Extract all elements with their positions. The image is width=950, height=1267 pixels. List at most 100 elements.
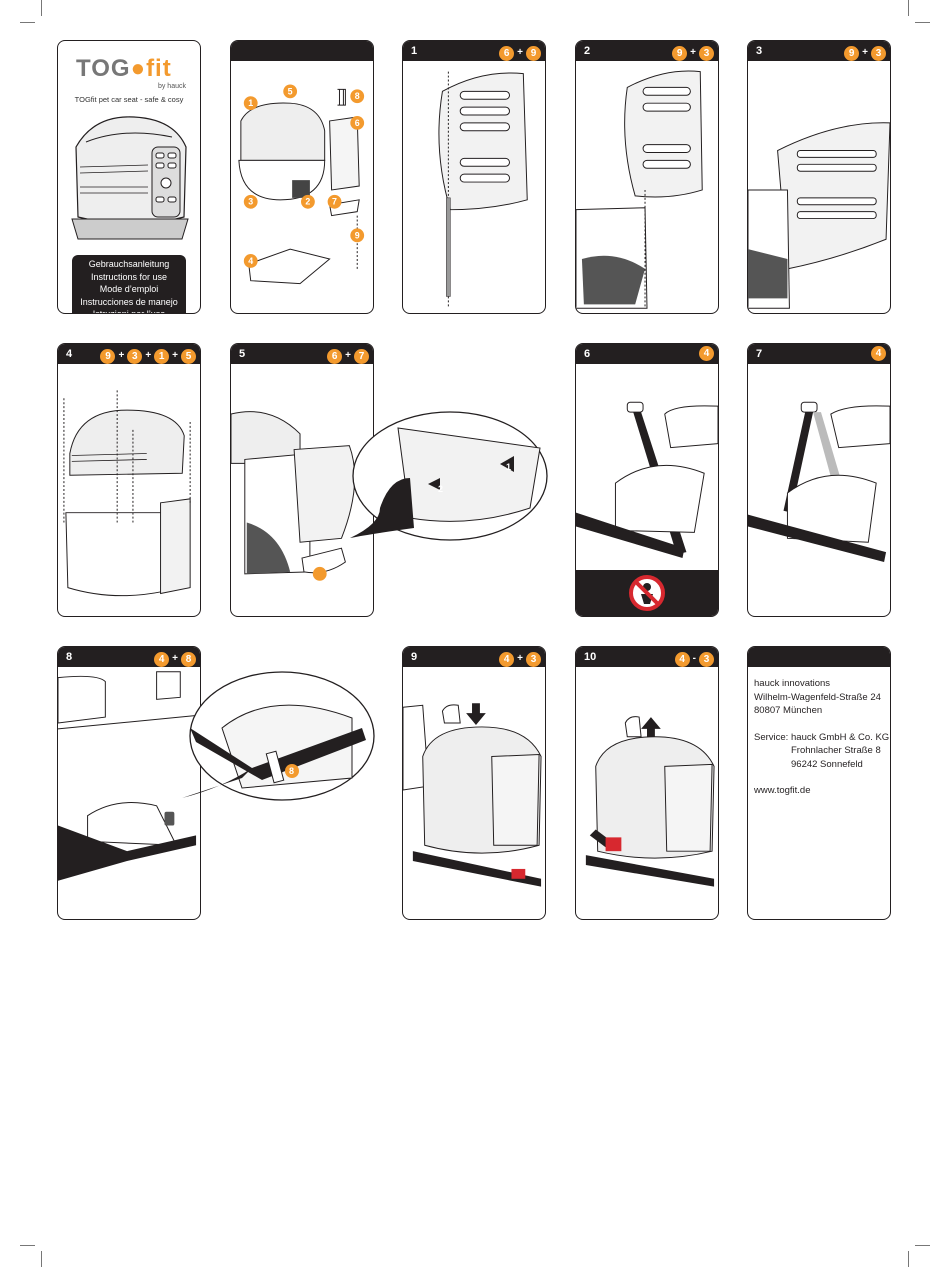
step-4-panel: 4 9+ 3+ 1+ 5 — [57, 343, 201, 617]
crop-mark — [915, 1245, 930, 1246]
step-5-number: 5 — [239, 348, 246, 360]
part-badge: 3 — [699, 45, 714, 61]
step-5-illustration — [231, 411, 356, 581]
svg-text:5: 5 — [288, 86, 293, 96]
up-arrow-icon — [641, 717, 661, 739]
minus-sign: - — [692, 653, 696, 664]
step-2-number: 2 — [584, 45, 591, 57]
part-badge: 4 — [699, 346, 714, 361]
step-3-illustration — [748, 122, 890, 309]
crop-mark — [20, 1245, 35, 1246]
contact-panel: hauck innovations Wilhelm-Wagenfeld-Stra… — [747, 646, 891, 920]
svg-text:3: 3 — [248, 197, 253, 207]
lang-es: Instrucciones de manejo — [80, 296, 178, 307]
part-badge: 3 — [871, 45, 886, 61]
logo-tog: TOG — [76, 55, 131, 82]
crop-mark — [915, 22, 930, 23]
airbag-warning-bar: AIRBAG — [576, 570, 718, 616]
svg-text:9: 9 — [355, 230, 360, 240]
step-5-detail-bubble: 2 1 — [350, 411, 548, 541]
step-3-number: 3 — [756, 45, 763, 57]
part-badge: 3 — [127, 348, 143, 364]
part-badge: 9 — [100, 348, 116, 364]
company-name: hauck innovations — [754, 678, 831, 689]
service-label: Service: — [754, 731, 789, 743]
svg-text:4: 4 — [248, 256, 253, 266]
parts-header — [231, 41, 373, 61]
part-badge: 8 — [181, 651, 196, 667]
step-6-panel: 6 4 AIRBAG — [575, 343, 719, 617]
plus-sign: + — [172, 653, 178, 664]
dog-icon: ● — [130, 55, 147, 82]
language-list: Gebrauchsanleitung Instructions for use … — [72, 255, 186, 314]
plus-sign: + — [118, 350, 125, 361]
step-1-panel: 1 6+9 — [402, 40, 546, 314]
company-street: Wilhelm-Wagenfeld-Straße 24 — [754, 691, 881, 703]
part-badge: 7 — [354, 348, 369, 364]
plus-sign: + — [690, 47, 696, 58]
part-badge: 9 — [526, 45, 541, 61]
service-company: hauck GmbH & Co. KG — [791, 731, 890, 743]
part-badge: 9 — [844, 45, 860, 61]
step-number: 1 6+9 — [403, 41, 545, 61]
step-10-panel: 10 4-3 — [575, 646, 719, 920]
step-4-illustration — [63, 390, 191, 597]
tagline: TOGfit pet car seat - safe & cosy — [74, 95, 184, 104]
part-badge: 6 — [499, 45, 515, 61]
crop-mark — [908, 0, 909, 16]
step-10-illustration — [585, 716, 715, 887]
step-9-panel: 9 4+3 — [402, 646, 546, 920]
step-6-illustration — [576, 401, 718, 559]
part-badge: 4 — [871, 346, 886, 361]
callout-8: 8 — [289, 766, 294, 776]
part-badge: 4 — [154, 651, 170, 667]
step-1-illustration — [438, 71, 528, 309]
lang-it: Istruzioni per l’uso — [92, 309, 166, 314]
step-8-detail-bubble: 8 — [182, 671, 375, 801]
plus-sign: + — [862, 47, 868, 58]
step-7-illustration — [748, 401, 890, 562]
step-4-number: 4 — [66, 348, 73, 360]
step-5-panel: 5 6+7 — [230, 343, 374, 617]
step-9-illustration — [403, 703, 542, 887]
plus-sign: + — [517, 47, 523, 58]
step-8-panel: 8 4+8 — [57, 646, 201, 920]
step-7-number: 7 — [756, 348, 763, 360]
logo-fit: fit — [146, 55, 172, 82]
company-city: 80807 München — [754, 705, 823, 716]
website-link[interactable]: www.togfit.de — [754, 785, 811, 796]
lang-fr: Mode d’emploi — [99, 284, 159, 294]
service-city: 96242 Sonnefeld — [791, 758, 863, 770]
step-2-illustration — [576, 70, 703, 309]
plus-sign: + — [172, 350, 178, 361]
callout-1: 1 — [506, 462, 511, 472]
part-badge: 1 — [154, 348, 170, 364]
pet-carrier-illustration — [71, 116, 189, 240]
step-8-number: 8 — [66, 651, 73, 663]
service-street: Frohnlacher Straße 8 — [791, 745, 881, 756]
plus-sign: + — [145, 350, 152, 361]
plus-sign: + — [345, 350, 351, 361]
step-6-number: 6 — [584, 348, 591, 360]
step-8-illustration — [58, 671, 200, 881]
cover-panel: TOG●fit by hauck TOGfit pet car seat - s… — [57, 40, 201, 314]
part-badge: 3 — [699, 651, 714, 667]
svg-text:6: 6 — [355, 118, 360, 128]
svg-text:7: 7 — [332, 197, 337, 207]
contact-address: hauck innovations Wilhelm-Wagenfeld-Stra… — [754, 677, 889, 798]
lang-de: Gebrauchsanleitung — [88, 259, 170, 269]
contact-header — [748, 647, 890, 667]
down-arrow-icon — [466, 703, 486, 725]
part-badge: 5 — [181, 348, 196, 364]
step-2-panel: 2 9+3 — [575, 40, 719, 314]
crop-mark — [908, 1251, 909, 1267]
crop-mark — [41, 1251, 42, 1267]
crop-mark — [20, 22, 35, 23]
part-badge: 4 — [674, 651, 690, 667]
crop-mark — [41, 0, 42, 16]
part-badge: 4 — [499, 651, 515, 667]
part-badge: 6 — [327, 348, 343, 364]
plus-sign: + — [517, 653, 523, 664]
svg-text:2: 2 — [305, 197, 310, 207]
